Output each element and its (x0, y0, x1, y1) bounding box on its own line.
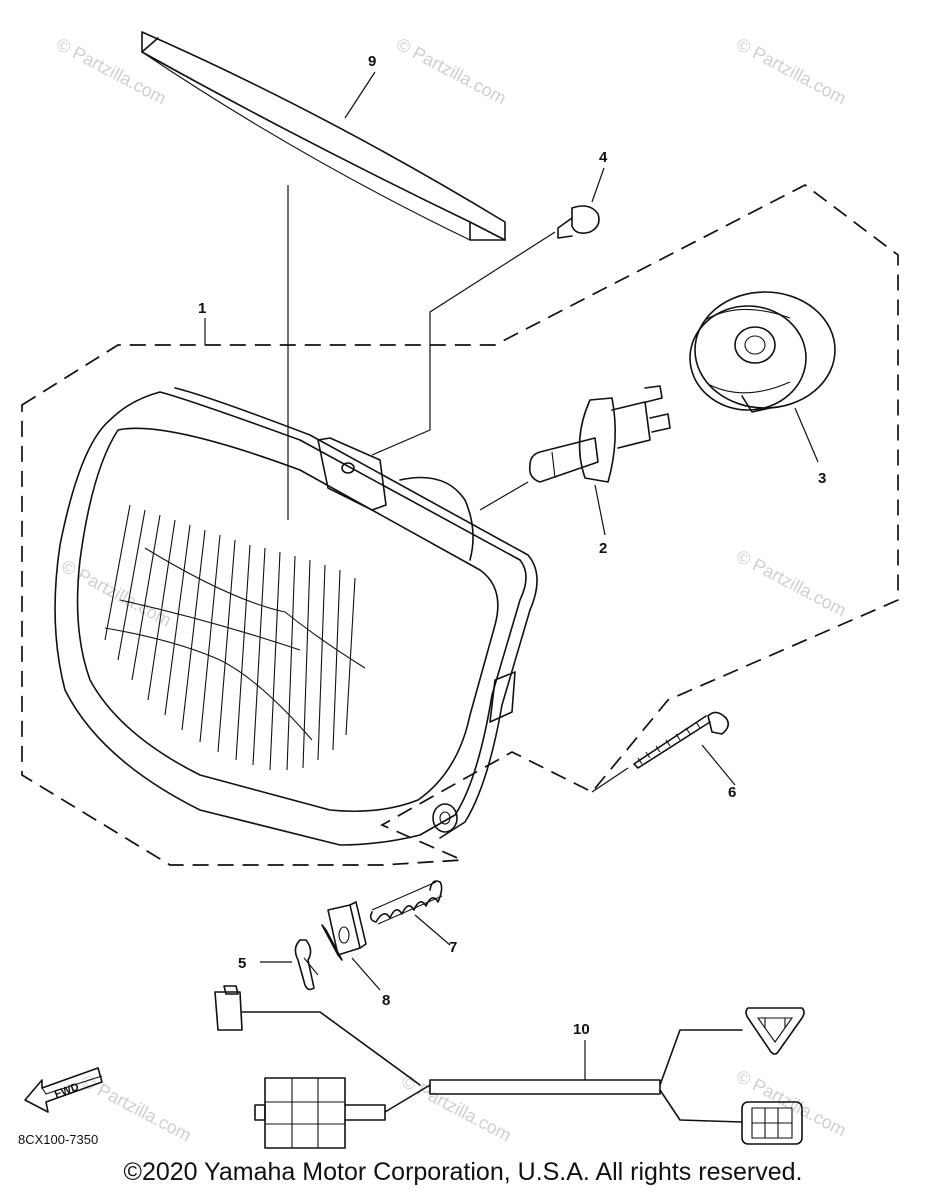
leader-2-line (479, 481, 529, 511)
part-1-headlight (54, 387, 538, 846)
watermark: © Partzilla.com (53, 34, 169, 109)
callouts: 9 4 1 3 2 6 7 5 8 10 (198, 53, 826, 1038)
watermark: © Partzilla.com (58, 556, 174, 631)
callout-3: 3 (818, 470, 826, 487)
watermark: © Partzilla.com (393, 34, 509, 109)
callout-6: 6 (728, 784, 736, 801)
part-6-screw (633, 711, 730, 769)
callout-4: 4 (599, 149, 608, 166)
part-7-spring (369, 880, 443, 925)
callout-8: 8 (382, 992, 390, 1009)
leader-7 (414, 914, 451, 946)
leader-2 (594, 484, 606, 536)
part-4-clip (557, 205, 600, 239)
part-5-pin (294, 939, 319, 991)
callout-10: 10 (573, 1021, 590, 1038)
fwd-label: FWD (53, 1081, 81, 1101)
callout-5: 5 (238, 955, 246, 972)
watermark: © Partzilla.com (733, 1066, 849, 1141)
watermark: © Partzilla.com (733, 34, 849, 109)
lens-pattern (104, 504, 366, 771)
copyright-notice: ©2020 Yamaha Motor Corporation, U.S.A. A… (123, 1158, 803, 1186)
part-2-bulb (528, 385, 671, 483)
watermark: © Partzilla.com (733, 546, 849, 621)
part-10-harness (214, 985, 805, 1149)
part-9-pad (141, 31, 506, 241)
leader-4 (591, 167, 605, 203)
assembly-outline (21, 183, 899, 866)
diagram-code: 8CX100-7350 (18, 1132, 98, 1147)
callout-1: 1 (198, 300, 206, 317)
watermarks: © Partzilla.com © Partzilla.com © Partzi… (53, 34, 849, 1146)
part-3-cover (689, 291, 836, 413)
part-8-nut (321, 901, 367, 961)
leader-8 (351, 957, 381, 991)
leader-6-line (591, 767, 629, 793)
leader-9 (344, 71, 376, 119)
callout-7: 7 (449, 939, 457, 956)
leader-3 (794, 407, 819, 463)
callout-9: 9 (368, 53, 376, 70)
leader-4-line (371, 231, 556, 456)
callout-2: 2 (599, 540, 607, 557)
leader-6 (701, 744, 736, 786)
